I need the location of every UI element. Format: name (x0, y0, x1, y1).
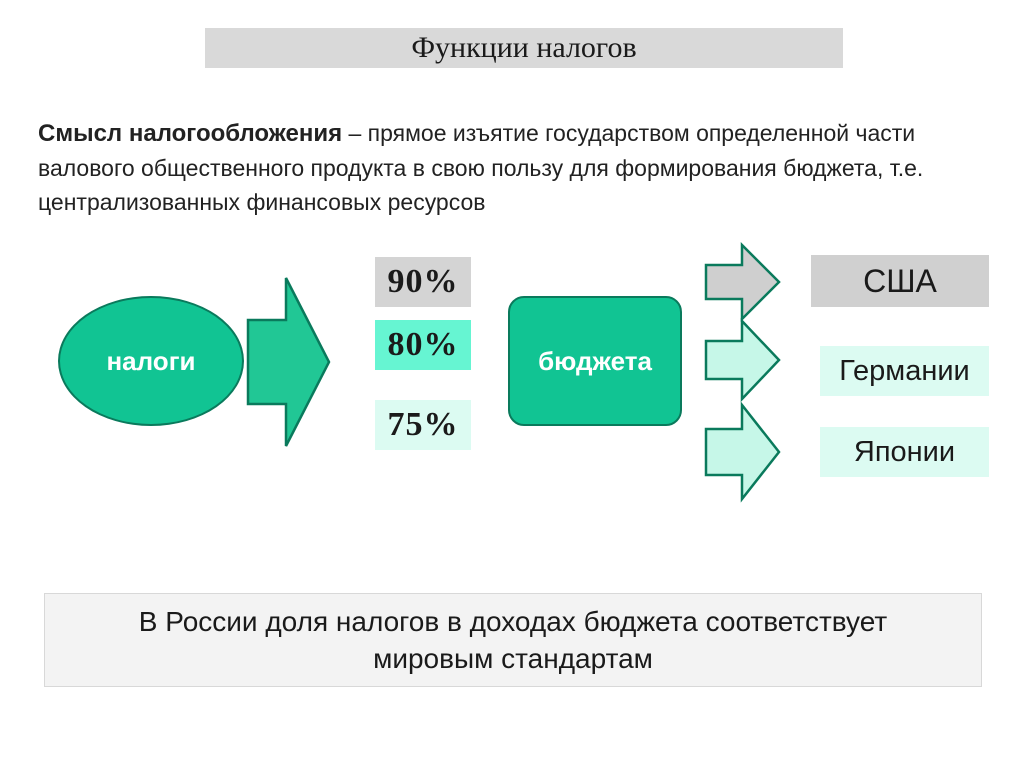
country-box-germany: Германии (820, 346, 989, 396)
page-title: Функции налогов (205, 28, 843, 68)
percent-label: 75% (387, 406, 459, 443)
country-label: США (863, 262, 937, 299)
definition-term: Смысл налогообложения (38, 120, 343, 147)
country-label: Германии (839, 354, 970, 387)
arrow-germany-icon (704, 317, 781, 403)
country-box-usa: США (811, 255, 989, 307)
main-arrow-icon (246, 277, 331, 447)
taxes-label: налоги (106, 345, 196, 376)
arrow-usa-icon (704, 241, 781, 323)
note-box: В России доля налогов в доходах бюджета … (44, 593, 982, 687)
note-text: В России доля налогов в доходах бюджета … (138, 606, 888, 674)
definition-text: – прямое изъятие государством определенн… (38, 120, 924, 215)
percent-box-75: 75% (375, 400, 471, 450)
percent-label: 90% (387, 263, 459, 300)
country-box-japan: Японии (820, 427, 989, 477)
budget-label: бюджета (538, 345, 652, 376)
taxes-ellipse: налоги (58, 296, 244, 426)
percent-box-90: 90% (375, 257, 471, 307)
page-title-text: Функции налогов (411, 31, 637, 64)
arrow-japan-icon (704, 401, 781, 503)
definition-paragraph: Смысл налогообложения – прямое изъятие г… (38, 116, 998, 219)
percent-box-80: 80% (375, 320, 471, 370)
country-label: Японии (853, 435, 956, 468)
percent-label: 80% (387, 326, 459, 363)
budget-box: бюджета (508, 296, 682, 426)
